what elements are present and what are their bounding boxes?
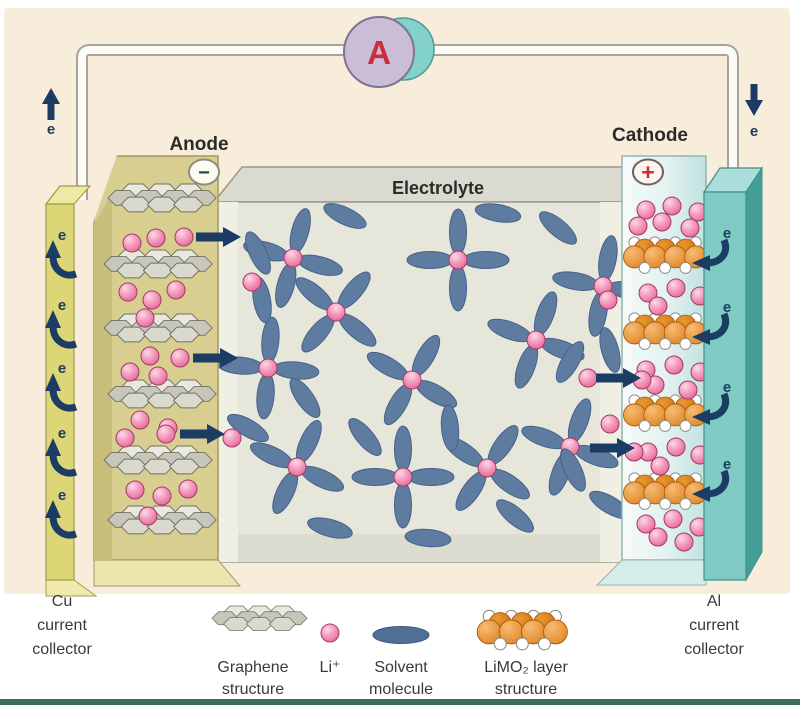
li-ion-cluster-cathode <box>624 196 710 552</box>
minus-sign: − <box>198 162 210 184</box>
li-ion-icon <box>320 623 340 643</box>
li-transfer-arrows-cathode <box>578 368 641 458</box>
legend-graphene-line1: Graphene <box>217 659 288 676</box>
legend-item-graphene: Graphene structure <box>212 606 307 698</box>
al-label-line1: Al <box>707 593 721 610</box>
legend: Graphene structure Li⁺ Solvent molecule … <box>212 606 568 698</box>
al-collector-label: Al current collector <box>684 593 744 658</box>
electron-label: e <box>723 456 731 473</box>
graphene-layer <box>104 314 212 342</box>
plus-terminal-badge: + <box>632 158 664 186</box>
graphene-layer <box>108 506 216 534</box>
cathode-label: Cathode <box>612 125 688 146</box>
limo2-layer <box>622 236 708 274</box>
anode-label: Anode <box>169 134 228 155</box>
electron-flow-left: e <box>42 88 60 138</box>
cu-label-line2: current <box>37 617 87 634</box>
ammeter: A <box>343 16 435 88</box>
legend-item-limo2: LiMO₂ layer structure <box>476 609 568 698</box>
electron-label: e <box>723 225 731 242</box>
ammeter-label: A <box>367 34 391 71</box>
cu-label-line3: collector <box>32 641 92 658</box>
legend-item-solvent: Solvent molecule <box>369 626 433 698</box>
electron-label: e <box>58 487 66 504</box>
electron-flow-right: e <box>745 84 763 140</box>
graphene-layer <box>104 446 212 474</box>
cu-label-line1: Cu <box>52 593 72 610</box>
cu-electron-arrows: e e e e e <box>45 227 76 535</box>
al-electron-arrows: e e e e <box>692 225 731 502</box>
limo2-icon <box>476 609 568 651</box>
al-label-line3: collector <box>684 641 744 658</box>
electron-label: e <box>58 227 66 244</box>
graphene-icon <box>212 606 307 630</box>
electron-label: e <box>47 121 55 138</box>
legend-li-label: Li⁺ <box>320 659 341 676</box>
legend-graphene-line2: structure <box>222 681 284 698</box>
bottom-border-bar <box>0 699 800 705</box>
limo2-layer <box>622 312 708 350</box>
electron-label: e <box>58 297 66 314</box>
legend-limo2-line2: structure <box>495 681 557 698</box>
legend-item-li-ion: Li⁺ <box>320 623 341 676</box>
graphene-layer <box>104 250 212 278</box>
limo2-layer <box>622 472 708 510</box>
li-transfer-arrows-anode <box>156 227 241 444</box>
limo2-layer <box>622 394 708 432</box>
electrolyte-label: Electrolyte <box>392 178 484 198</box>
electron-label: e <box>750 123 758 140</box>
legend-solvent-line2: molecule <box>369 681 433 698</box>
electron-label: e <box>723 299 731 316</box>
legend-solvent-line1: Solvent <box>374 659 428 676</box>
plus-sign: + <box>641 159 654 185</box>
al-label-line2: current <box>689 617 739 634</box>
solvent-molecule-icon <box>372 626 430 644</box>
legend-limo2-line1: LiMO₂ layer <box>484 659 568 676</box>
minus-terminal-badge: − <box>188 158 220 186</box>
ammeter-dial <box>343 16 415 88</box>
cu-collector-label: Cu current collector <box>32 593 92 658</box>
al-current-collector <box>702 166 764 582</box>
electron-label: e <box>723 379 731 396</box>
electron-label: e <box>58 425 66 442</box>
li-ion-cluster-electrolyte <box>222 272 620 448</box>
electron-label: e <box>58 360 66 377</box>
graphene-layer <box>108 184 216 212</box>
